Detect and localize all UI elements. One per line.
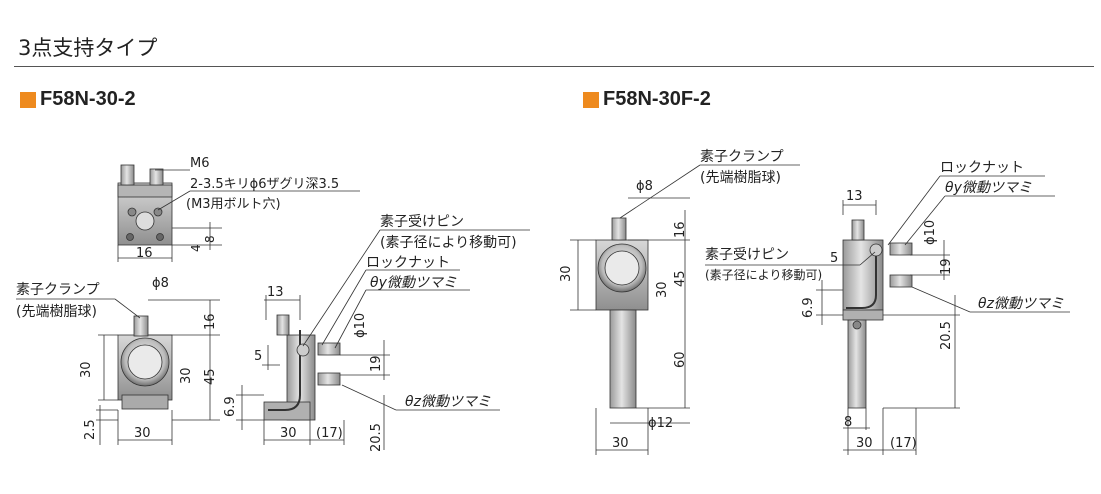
right-theta-y-knob bbox=[889, 242, 913, 256]
clamp-sub-right: (先端樹脂球) bbox=[700, 170, 781, 186]
left-side-leaders bbox=[236, 229, 530, 450]
left-front-leaders bbox=[16, 298, 220, 445]
dim-17-left: (17) bbox=[316, 426, 343, 441]
dim-19-left: 19 bbox=[369, 355, 384, 372]
dim-30-bottom-left: 30 bbox=[134, 426, 151, 441]
dim-30-side-left: 30 bbox=[280, 426, 297, 441]
top-view-hole bbox=[156, 233, 164, 241]
dim-6-9-left: 6.9 bbox=[223, 396, 238, 417]
orange-square-icon bbox=[583, 91, 599, 108]
right-theta-z-knob bbox=[889, 274, 913, 288]
pin-label-left: 素子受けピン bbox=[380, 214, 464, 230]
hole-note-label: (M3用ボルト穴) bbox=[186, 197, 281, 212]
m6-label: M6 bbox=[190, 156, 210, 171]
pin-sub-left: (素子径により移動可) bbox=[380, 235, 517, 251]
phi8-right: ϕ8 bbox=[636, 179, 653, 194]
pin-sub-right: (素子径により移動可) bbox=[705, 268, 822, 282]
right-clamp-screw bbox=[611, 217, 627, 241]
right-side-plate bbox=[842, 309, 884, 321]
top-view-upper-plate bbox=[117, 184, 173, 198]
dim-2-5-left: 2.5 bbox=[83, 419, 98, 440]
left-top-leaders bbox=[117, 169, 360, 262]
pin-label-right: 素子受けピン bbox=[705, 247, 789, 263]
phi10-right: ϕ10 bbox=[923, 220, 938, 245]
theta-y-right: θy微動ツマミ bbox=[945, 180, 1032, 196]
dim-13-left: 13 bbox=[267, 285, 284, 300]
side-arm bbox=[268, 330, 301, 411]
dim-5-right: 5 bbox=[830, 251, 838, 266]
phi8-left: ϕ8 bbox=[152, 276, 169, 291]
left-side-view bbox=[263, 314, 341, 421]
model-name-right: F58N-30F-2 bbox=[603, 88, 711, 110]
screw-right bbox=[149, 168, 164, 186]
theta-z-left: θz微動ツマミ bbox=[405, 394, 491, 410]
theta-z-right: θz微動ツマミ bbox=[978, 296, 1064, 312]
theta-y-knob bbox=[317, 342, 341, 356]
dim-30-inner-right: 30 bbox=[655, 281, 670, 298]
top-view-hole bbox=[126, 233, 134, 241]
left-front-view bbox=[117, 315, 173, 410]
model-name-left: F58N-30-2 bbox=[40, 88, 136, 110]
model-heading-right: F58N-30F-2 bbox=[583, 88, 711, 111]
top-view-hole bbox=[153, 207, 163, 217]
right-side-clamp bbox=[851, 219, 865, 241]
pin-circle bbox=[296, 343, 310, 357]
phi12-right: ϕ12 bbox=[648, 416, 673, 431]
right-side-arm bbox=[846, 245, 877, 309]
left-top-view bbox=[117, 164, 173, 246]
right-pin-circle bbox=[869, 243, 883, 257]
side-clamp bbox=[276, 314, 290, 336]
clamp-sub-left: (先端樹脂球) bbox=[16, 304, 97, 320]
section-divider bbox=[14, 66, 1094, 67]
dim-45-right: 45 bbox=[673, 270, 688, 287]
right-side-leaders bbox=[705, 175, 1070, 455]
model-heading-left: F58N-30-2 bbox=[20, 88, 136, 111]
right-front-view bbox=[595, 217, 649, 409]
phi10-left: ϕ10 bbox=[353, 313, 368, 338]
locknut-left: ロックナット bbox=[366, 255, 450, 271]
dim-13-right: 13 bbox=[846, 189, 863, 204]
right-post-hole bbox=[852, 320, 862, 330]
theta-y-left: θy微動ツマミ bbox=[370, 275, 457, 291]
dim-30-inner-left: 30 bbox=[179, 367, 194, 384]
dim-45-left: 45 bbox=[203, 368, 218, 385]
right-front-ring-inner bbox=[604, 250, 640, 286]
dim-8-top: 8 bbox=[203, 235, 217, 243]
dim-30-v-right: 30 bbox=[559, 265, 574, 282]
front-clamp-screw bbox=[133, 315, 149, 337]
dim-16-top: 16 bbox=[136, 246, 153, 261]
locknut-right: ロックナット bbox=[940, 160, 1024, 176]
clamp-label-left: 素子クランプ bbox=[16, 282, 100, 298]
dim-4: 4 bbox=[189, 244, 203, 252]
orange-square-icon bbox=[20, 91, 36, 108]
dim-6-9-right: 6.9 bbox=[801, 297, 816, 318]
section-title: 3点支持タイプ bbox=[18, 36, 158, 60]
hole-spec-label: 2-3.5キリϕ6ザグリ深3.5 bbox=[190, 177, 339, 192]
dim-30-bottom-right: 30 bbox=[612, 436, 629, 451]
top-view-hole bbox=[127, 207, 137, 217]
dim-8-right: 8 bbox=[844, 415, 852, 430]
dim-5-left: 5 bbox=[254, 349, 262, 364]
top-view-center-hole bbox=[135, 211, 155, 231]
dim-17-right: (17) bbox=[890, 436, 917, 451]
clamp-label-right: 素子クランプ bbox=[700, 149, 784, 165]
right-side-post bbox=[847, 319, 867, 409]
right-post bbox=[609, 309, 637, 409]
dim-60-right: 60 bbox=[673, 351, 688, 368]
dim-19-right: 19 bbox=[939, 258, 954, 275]
dim-16-right: 16 bbox=[673, 221, 688, 238]
theta-z-knob bbox=[317, 372, 341, 386]
front-ring-inner bbox=[127, 344, 163, 380]
right-side-view bbox=[842, 219, 913, 409]
dim-16-left: 16 bbox=[203, 313, 218, 330]
dim-20-5-right: 20.5 bbox=[939, 321, 954, 350]
dim-30-side-right: 30 bbox=[856, 436, 873, 451]
screw-left bbox=[120, 164, 135, 186]
right-front-leaders bbox=[570, 164, 800, 455]
front-base bbox=[121, 394, 169, 410]
dim-20-5-left: 20.5 bbox=[369, 423, 384, 452]
dim-30-v-left: 30 bbox=[79, 361, 94, 378]
side-base bbox=[263, 401, 311, 421]
